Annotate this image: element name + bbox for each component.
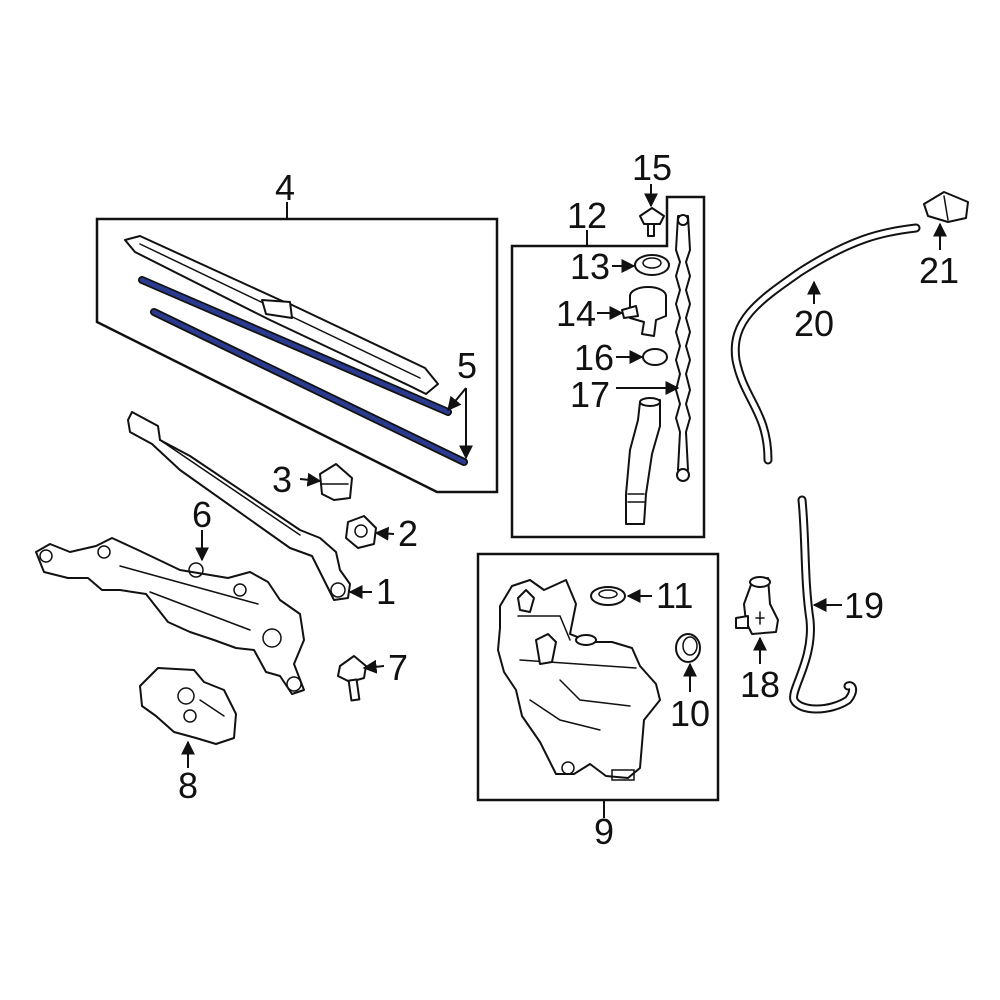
- washer-hose-upper[interactable]: [730, 223, 921, 465]
- wiper-arm[interactable]: [127, 411, 351, 601]
- filler-seal[interactable]: [642, 348, 668, 366]
- filler-neck-head[interactable]: [621, 286, 667, 337]
- linkage-bolt[interactable]: [337, 655, 367, 702]
- callout-4: 4: [275, 167, 295, 208]
- hose-connector[interactable]: [923, 191, 969, 223]
- reservoir-group-box: [476, 552, 720, 802]
- callout-21: 21: [919, 250, 959, 291]
- pivot-cap[interactable]: [319, 463, 353, 501]
- washer-reservoir[interactable]: [497, 579, 661, 781]
- callout-12: 12: [567, 195, 607, 236]
- blade-refill-upper[interactable]: [138, 276, 452, 416]
- callout-2: 2: [398, 513, 418, 554]
- blade-refill-lower[interactable]: [150, 308, 468, 466]
- callout-9: 9: [594, 811, 614, 852]
- callout-5: 5: [457, 345, 477, 386]
- filler-cap[interactable]: [634, 254, 670, 276]
- washer-pump[interactable]: [735, 576, 779, 635]
- clip[interactable]: [639, 207, 665, 237]
- wiper-linkage[interactable]: [35, 537, 305, 695]
- callout-11: 11: [656, 575, 693, 616]
- callout-3: 3: [272, 459, 292, 500]
- wiper-blade[interactable]: [124, 235, 439, 395]
- tether-strap[interactable]: [675, 214, 691, 482]
- leader-lines: [181, 184, 947, 818]
- callout-10: 10: [670, 693, 710, 734]
- callout-7: 7: [388, 647, 408, 688]
- callout-19: 19: [844, 585, 884, 626]
- filler-group-box: [510, 195, 706, 539]
- arm-nut[interactable]: [345, 515, 377, 549]
- callout-6: 6: [192, 494, 212, 535]
- reservoir-grommet[interactable]: [590, 586, 626, 606]
- callout-15: 15: [632, 147, 672, 188]
- callout-1: 1: [376, 571, 396, 612]
- callout-14: 14: [556, 293, 596, 334]
- callout-numbers: 4 5 3 2 1 6 7 8 12 15 13 14 16 17 20 21 …: [178, 147, 959, 852]
- callout-17: 17: [570, 374, 610, 415]
- callout-18: 18: [740, 664, 780, 705]
- washer-hose-lower[interactable]: [789, 495, 858, 714]
- callout-13: 13: [570, 246, 610, 287]
- blade-group-box: [95, 217, 499, 494]
- callout-8: 8: [178, 765, 198, 806]
- filler-tube[interactable]: [625, 397, 661, 525]
- callout-16: 16: [574, 337, 614, 378]
- wiper-motor[interactable]: [139, 667, 237, 745]
- callout-20: 20: [794, 303, 834, 344]
- reservoir-plug[interactable]: [675, 633, 701, 663]
